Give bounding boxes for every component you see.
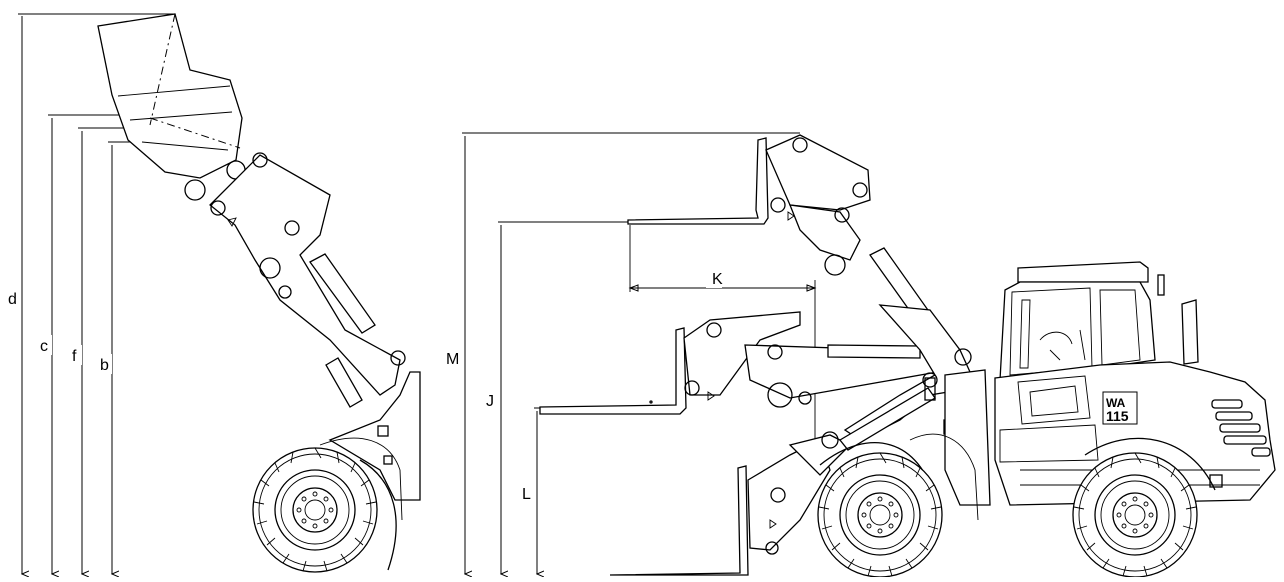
left-chassis: [319, 371, 421, 521]
right-cab: [999, 261, 1165, 381]
left-dimension-lines: [22, 16, 112, 574]
right-rear-tire: [1072, 452, 1198, 578]
dim-label-K: K: [712, 271, 723, 288]
left-front-tire: [252, 447, 378, 573]
dim-label-J: J: [486, 393, 494, 410]
engine-grille: [1211, 399, 1271, 457]
right-dimension-lines: [465, 136, 817, 574]
left-lift-cylinder: [309, 253, 376, 408]
right-chassis-front: [909, 369, 991, 521]
right-loader-view: M J L K: [444, 132, 1276, 578]
fork-middle-position: [539, 311, 961, 415]
badge-line1: WA: [1106, 396, 1126, 410]
dim-label-d: d: [8, 291, 17, 308]
left-bucket: [97, 13, 246, 201]
dim-label-c: c: [40, 338, 48, 355]
left-fender: [359, 459, 397, 571]
rear-fender: [1084, 437, 1216, 491]
dim-label-b: b: [100, 357, 109, 374]
left-loader-view: d c f b: [6, 13, 421, 574]
fork-top-position: [627, 134, 936, 329]
left-boom-arm: [209, 152, 406, 396]
right-engine-body: [994, 299, 1276, 506]
badge-line2: 115: [1106, 408, 1129, 424]
fork-bottom-position: [609, 431, 852, 576]
right-main-boom: [839, 304, 972, 451]
model-badge: WA 115: [1102, 391, 1138, 425]
dim-label-L: L: [522, 486, 531, 503]
dim-label-f: f: [72, 348, 77, 365]
right-front-tire: [817, 452, 943, 578]
dim-label-M: M: [446, 351, 459, 368]
